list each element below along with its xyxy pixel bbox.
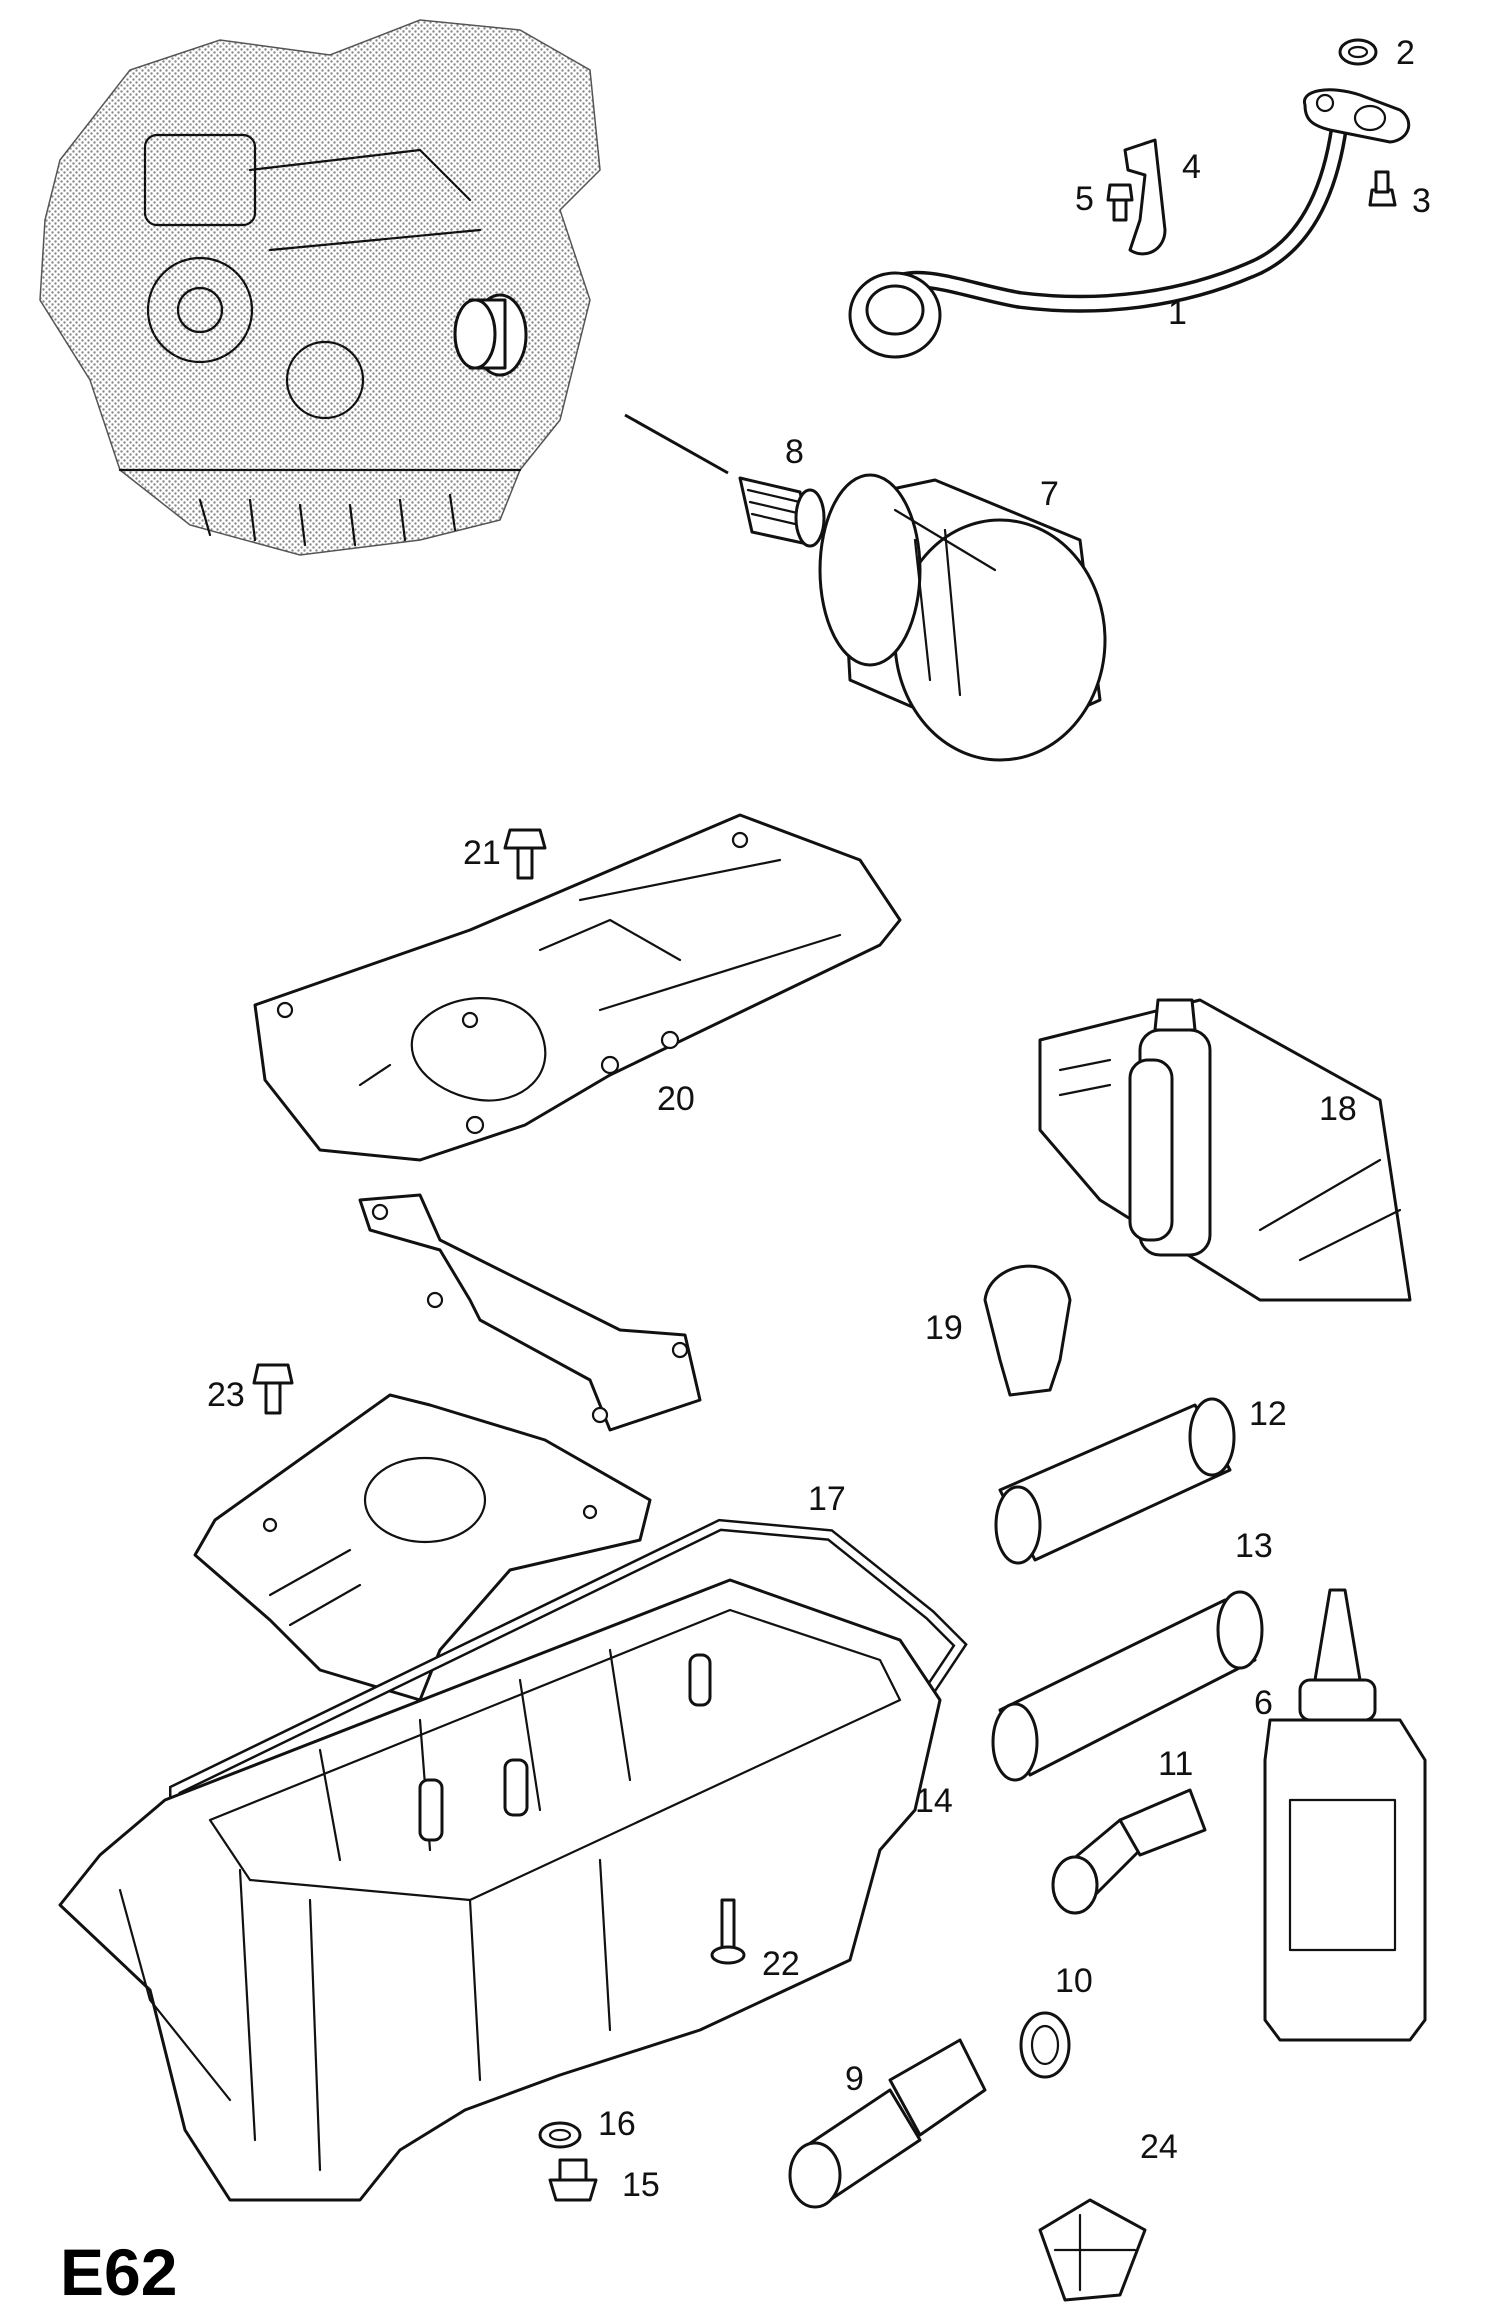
lower-baffle-plate <box>193 1393 652 1702</box>
sealant-bottle-part-6 <box>1263 1588 1427 2042</box>
bolt-part-3 <box>1368 170 1397 207</box>
bolt-part-22 <box>710 1898 746 1965</box>
pressure-sensor-part-11 <box>1051 1788 1207 1915</box>
filter-mount-stub <box>453 293 528 377</box>
bolt-part-5 <box>1106 183 1134 222</box>
callout-16: 16 <box>598 2105 636 2143</box>
callout-19: 19 <box>925 1309 963 1347</box>
callout-2: 2 <box>1396 34 1415 72</box>
callout-8: 8 <box>785 433 804 471</box>
bolt-part-21 <box>503 828 547 880</box>
callout-21: 21 <box>463 834 501 872</box>
reinforcement-bracket <box>358 1193 702 1432</box>
diagram-code: E62 <box>60 2235 177 2309</box>
seal-ring-hole <box>1030 2024 1060 2066</box>
engine-block-illustration <box>39 19 601 556</box>
sealant-kit-part-18 <box>1038 998 1412 1302</box>
bracket-part-4 <box>1123 138 1167 256</box>
callout-3: 3 <box>1412 182 1431 220</box>
washer-hole <box>548 2128 572 2142</box>
callout-20: 20 <box>657 1080 695 1118</box>
callout-14: 14 <box>915 1782 953 1820</box>
cylinder-part-13 <box>991 1590 1264 1782</box>
oil-pipe-part-1 <box>848 88 1411 359</box>
baffle-plate-part-20 <box>253 813 902 1162</box>
callout-10: 10 <box>1055 1962 1093 2000</box>
oil-filter-part-7 <box>818 473 1107 762</box>
clip-part-19 <box>983 1264 1072 1397</box>
pressure-switch-part-9 <box>788 2038 987 2209</box>
oil-pan-part-14 <box>58 1578 942 2202</box>
callout-18: 18 <box>1319 1090 1357 1128</box>
callout-9: 9 <box>845 2060 864 2098</box>
callout-4: 4 <box>1182 148 1201 186</box>
callout-6: 6 <box>1254 1684 1273 1722</box>
callout-22: 22 <box>762 1945 800 1983</box>
threaded-adapter-part-8 <box>738 476 826 548</box>
leader-line <box>624 413 729 475</box>
callout-17: 17 <box>808 1480 846 1518</box>
callout-1: 1 <box>1168 294 1187 332</box>
drain-plug-part-15 <box>548 2158 598 2202</box>
cap-part-24 <box>1038 2198 1147 2302</box>
bolt-part-23 <box>252 1363 294 1415</box>
callout-12: 12 <box>1249 1395 1287 1433</box>
callout-5: 5 <box>1075 180 1094 218</box>
callout-13: 13 <box>1235 1527 1273 1565</box>
callout-23: 23 <box>207 1376 245 1414</box>
o-ring-hole <box>1347 45 1369 59</box>
callout-24: 24 <box>1140 2128 1178 2166</box>
callout-labels: 1 2 3 4 5 6 7 8 9 10 11 12 13 14 15 16 1… <box>207 34 1431 2204</box>
callout-7: 7 <box>1040 475 1059 513</box>
cylinder-part-12 <box>994 1397 1236 1565</box>
callout-11: 11 <box>1158 1745 1193 1783</box>
callout-15: 15 <box>622 2166 660 2204</box>
